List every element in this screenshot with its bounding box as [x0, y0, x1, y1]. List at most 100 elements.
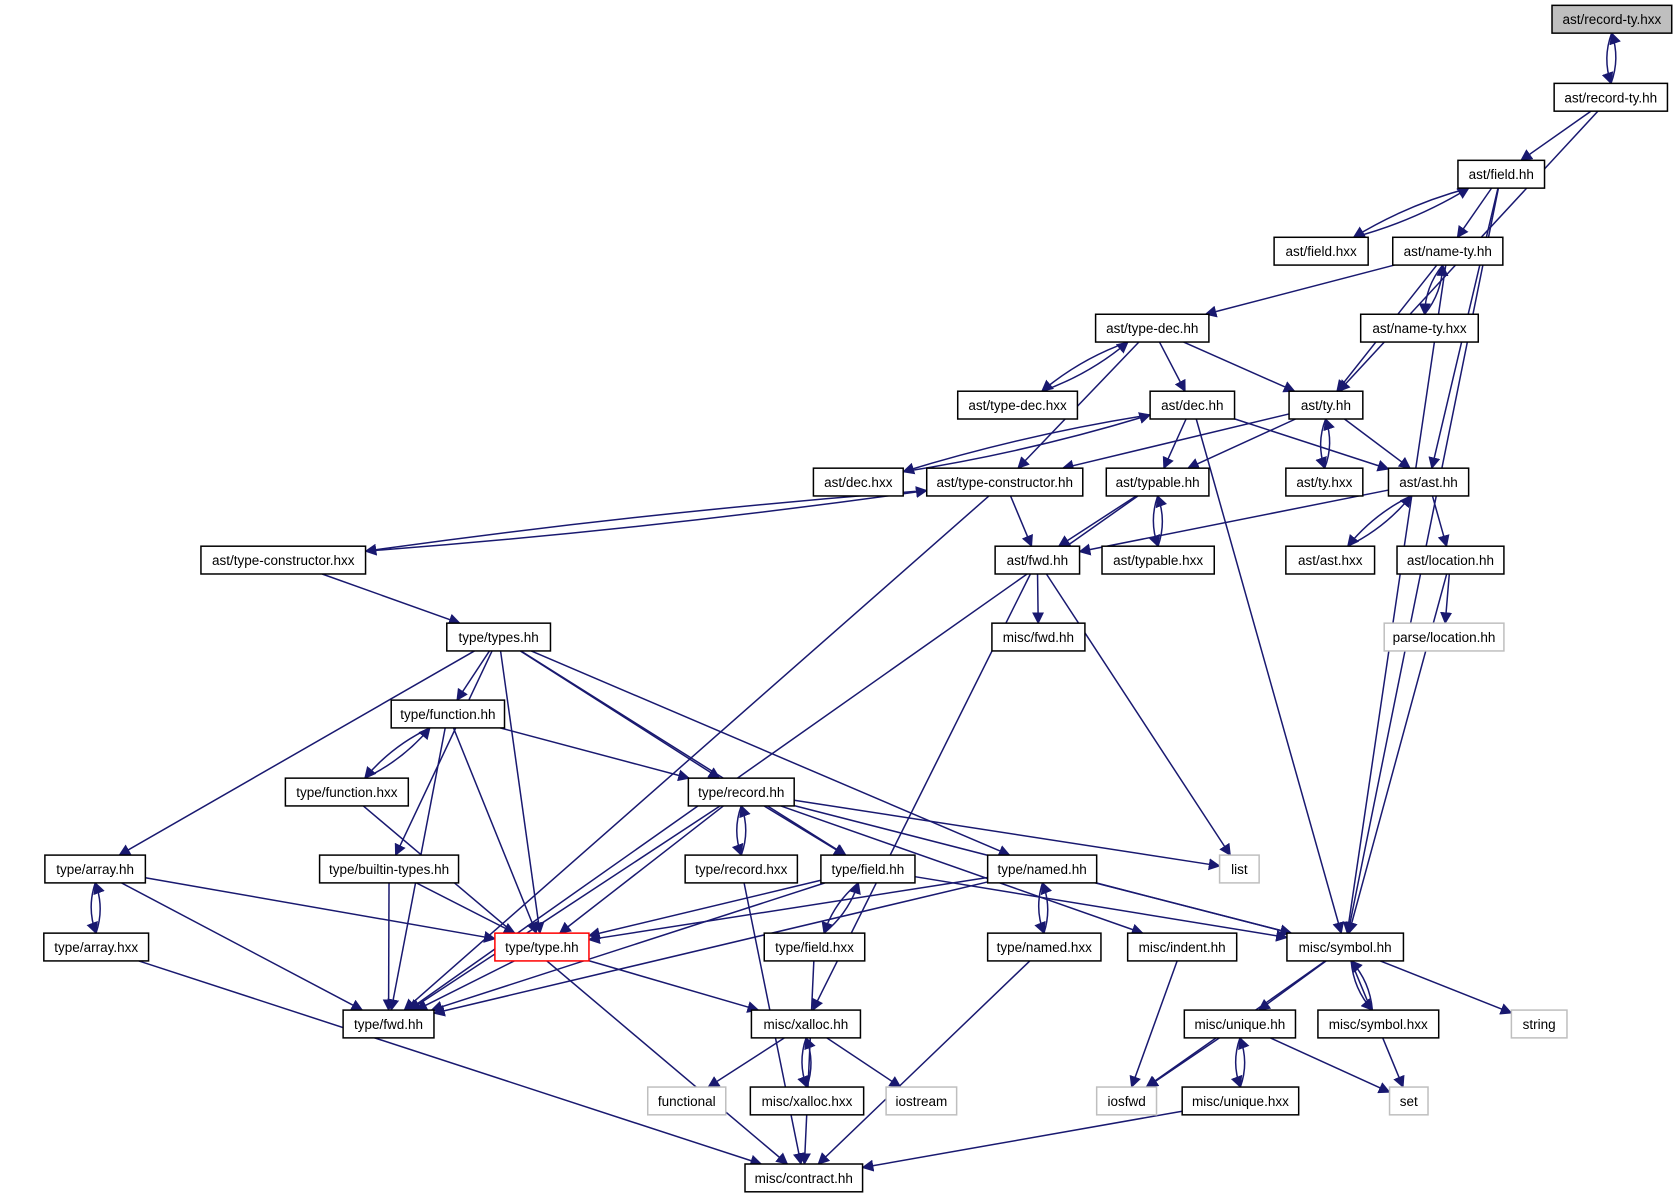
node-ast-type-dec-hh[interactable]: ast/type-dec.hh [1094, 313, 1210, 343]
node-ast-record-ty-hxx[interactable]: ast/record-ty.hxx [1551, 4, 1673, 34]
node-ast-ast-hh[interactable]: ast/ast.hh [1387, 467, 1470, 497]
node-label: set [1400, 1094, 1418, 1109]
node-box [1183, 1009, 1297, 1039]
node-type-array-hh[interactable]: type/array.hh [44, 854, 147, 884]
edge-named-hxx-to-contract-hh [817, 960, 1031, 1165]
node-type-function-hxx[interactable]: type/function.hxx [284, 777, 410, 807]
node-label: ast/field.hxx [1285, 244, 1357, 259]
node-ast-name-ty-hh[interactable]: ast/name-ty.hh [1391, 236, 1504, 266]
node-misc-unique-hxx[interactable]: misc/unique.hxx [1181, 1086, 1300, 1116]
node-label: list [1231, 862, 1248, 877]
edge-indent-hh-to-iosfwd [1129, 960, 1178, 1089]
edge-tfield-hh-to-type-fwd-hh [430, 882, 826, 1013]
edge-types-hh-to-named-hh [530, 650, 1011, 857]
edge-record-hxx-to-record-hh [739, 804, 751, 856]
node-type-builtin-types-hh[interactable]: type/builtin-types.hh [318, 854, 460, 884]
node-box [1553, 82, 1669, 112]
node-type-record-hxx[interactable]: type/record.hxx [684, 854, 799, 884]
nodes-layer: ast/record-ty.hxx ast/record-ty.hh ast/fie… [43, 4, 1673, 1193]
node-ast-ty-hh[interactable]: ast/ty.hh [1288, 390, 1364, 420]
node-box [1095, 1086, 1158, 1116]
edge-unique-hh-to-unique-hxx [1230, 1037, 1243, 1089]
node-box [318, 854, 460, 884]
node-iostream[interactable]: iostream [885, 1086, 958, 1116]
edge-type-ctor-hh-to-type-fwd-hh [403, 495, 990, 1011]
node-misc-symbol-hxx[interactable]: misc/symbol.hxx [1317, 1009, 1440, 1039]
node-misc-contract-hh[interactable]: misc/contract.hh [744, 1163, 864, 1193]
node-label: type/function.hxx [296, 785, 398, 800]
node-set[interactable]: set [1388, 1086, 1429, 1116]
node-box [750, 1009, 862, 1039]
node-ast-typable-hxx[interactable]: ast/typable.hxx [1101, 545, 1215, 575]
node-misc-fwd-hh[interactable]: misc/fwd.hh [991, 622, 1086, 652]
node-misc-symbol-hh[interactable]: misc/symbol.hh [1286, 932, 1405, 962]
edge-types-hh-to-function-hh [456, 650, 491, 702]
node-list[interactable]: list [1218, 854, 1260, 884]
node-type-named-hh[interactable]: type/named.hh [986, 854, 1098, 884]
node-type-record-hh[interactable]: type/record.hh [687, 777, 795, 807]
node-type-array-hxx[interactable]: type/array.hxx [43, 932, 150, 962]
edge-field-hxx-to-field-hh [1353, 187, 1470, 239]
node-box [1094, 313, 1210, 343]
edge-xalloc-hh-to-xalloc-hxx [797, 1037, 809, 1089]
edge-unique-hxx-to-contract-hh [861, 1110, 1183, 1172]
edge-location-hh-to-parse-location-hh [1440, 573, 1453, 625]
node-iosfwd[interactable]: iosfwd [1095, 1086, 1158, 1116]
edge-ty-hh-to-type-ctor-hh [1061, 413, 1290, 472]
edge-type-dec-hxx-to-type-dec-hh [1041, 341, 1129, 392]
node-type-types-hh[interactable]: type/types.hh [446, 622, 552, 652]
edge-field-hh-to-name-ty-hh [1456, 187, 1493, 239]
edge-xalloc-hxx-to-xalloc-hh [804, 1036, 816, 1088]
edge-type-dec-hh-to-type-ctor-hh [1017, 341, 1140, 470]
node-label: ast/field.hh [1469, 167, 1534, 182]
node-type-named-hxx[interactable]: type/named.hxx [986, 932, 1102, 962]
node-misc-indent-hh[interactable]: misc/indent.hh [1126, 932, 1238, 962]
node-box [1457, 159, 1546, 189]
edge-field-hh-to-field-hxx [1352, 187, 1469, 238]
node-box [1359, 313, 1480, 343]
node-misc-xalloc-hh[interactable]: misc/xalloc.hh [750, 1009, 862, 1039]
edge-typable-hxx-to-typable-hh [1155, 494, 1168, 547]
node-misc-unique-hh[interactable]: misc/unique.hh [1183, 1009, 1297, 1039]
edge-function-hxx-to-function-hh [364, 726, 431, 779]
node-string[interactable]: string [1510, 1009, 1568, 1039]
node-type-type-hh[interactable]: type/type.hh [494, 932, 590, 962]
edge-ast-fwd-hh-to-misc-fwd-hh [1032, 573, 1045, 625]
node-label: type/array.hxx [54, 940, 138, 955]
node-type-field-hh[interactable]: type/field.hh [820, 854, 916, 884]
node-ast-type-constructor-hh[interactable]: ast/type-constructor.hh [925, 467, 1084, 497]
node-label: type/field.hh [832, 862, 905, 877]
edge-named-hh-to-symbol-hh [1095, 882, 1293, 937]
node-parse-location-hh[interactable]: parse/location.hh [1383, 622, 1505, 652]
node-ast-ty-hxx[interactable]: ast/ty.hxx [1285, 467, 1364, 497]
node-ast-record-ty-hh[interactable]: ast/record-ty.hh [1553, 82, 1669, 112]
node-ast-field-hxx[interactable]: ast/field.hxx [1273, 236, 1369, 266]
node-type-field-hxx[interactable]: type/field.hxx [763, 932, 866, 962]
node-ast-ast-hxx[interactable]: ast/ast.hxx [1285, 545, 1376, 575]
node-box [1317, 1009, 1440, 1039]
node-ast-type-dec-hxx[interactable]: ast/type-dec.hxx [956, 390, 1079, 420]
node-ast-type-constructor-hxx[interactable]: ast/type-constructor.hxx [200, 545, 367, 575]
node-label: ast/name-ty.hh [1404, 244, 1492, 259]
node-type-function-hh[interactable]: type/function.hh [390, 699, 506, 729]
edge-type-hh-to-xalloc-hh [588, 960, 760, 1013]
node-functional[interactable]: functional [646, 1086, 727, 1116]
node-box [1285, 467, 1364, 497]
node-box [200, 545, 367, 575]
node-label: iostream [895, 1094, 947, 1109]
node-label: type/type.hh [505, 940, 579, 955]
edge-record-ty-hxx-to-record-ty-hh [1601, 32, 1614, 85]
node-misc-xalloc-hxx[interactable]: misc/xalloc.hxx [749, 1086, 865, 1116]
node-label: ast/fwd.hh [1007, 553, 1069, 568]
node-box [1288, 390, 1364, 420]
node-ast-dec-hh[interactable]: ast/dec.hh [1149, 390, 1236, 420]
node-ast-fwd-hh[interactable]: ast/fwd.hh [994, 545, 1081, 575]
node-ast-name-ty-hxx[interactable]: ast/name-ty.hxx [1359, 313, 1480, 343]
node-type-fwd-hh[interactable]: type/fwd.hh [342, 1009, 435, 1039]
node-ast-dec-hxx[interactable]: ast/dec.hxx [812, 467, 904, 497]
node-ast-field-hh[interactable]: ast/field.hh [1457, 159, 1546, 189]
node-ast-location-hh[interactable]: ast/location.hh [1396, 545, 1505, 575]
node-ast-typable-hh[interactable]: ast/typable.hh [1105, 467, 1210, 497]
node-box [390, 699, 506, 729]
